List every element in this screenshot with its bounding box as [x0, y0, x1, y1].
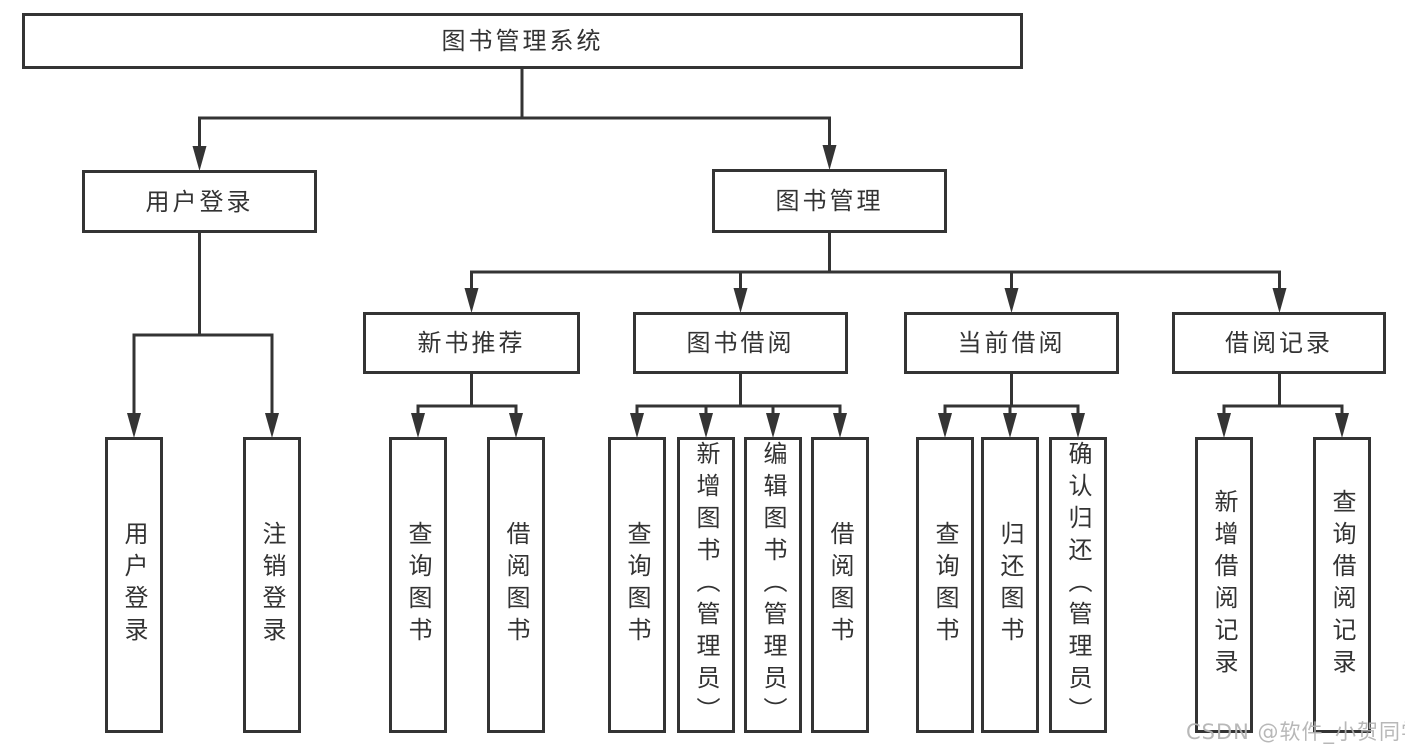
node-label: 归还图书: [996, 521, 1024, 649]
node-label: 确认归还（管理员）: [1064, 441, 1092, 729]
leaf-borrow-books-2: 借阅图书: [811, 437, 869, 733]
leaf-query-books-3: 查询图书: [916, 437, 974, 733]
node-label: 查询借阅记录: [1328, 489, 1356, 681]
node-label: 借阅图书: [826, 521, 854, 649]
leaf-logout: 注销登录: [243, 437, 301, 733]
leaf-user-login: 用户登录: [105, 437, 163, 733]
node-label: 新书推荐: [417, 329, 526, 357]
leaf-edit-book-admin: 编辑图书（管理员）: [744, 437, 802, 733]
leaf-add-book-admin: 新增图书（管理员）: [677, 437, 735, 733]
node-label: 查询图书: [404, 521, 432, 649]
leaf-query-books-2: 查询图书: [608, 437, 666, 733]
leaf-return-book: 归还图书: [981, 437, 1039, 733]
node-label: 当前借阅: [957, 329, 1066, 357]
node-current-borrowing: 当前借阅: [904, 312, 1119, 374]
node-user-login: 用户登录: [82, 170, 317, 233]
leaf-confirm-return-admin: 确认归还（管理员）: [1049, 437, 1107, 733]
node-label: 编辑图书（管理员）: [759, 441, 787, 729]
node-label: 用户登录: [120, 521, 148, 649]
node-label: 新增借阅记录: [1210, 489, 1238, 681]
node-library-system: 图书管理系统: [22, 13, 1023, 69]
node-label: 查询图书: [931, 521, 959, 649]
node-book-management: 图书管理: [712, 169, 947, 233]
node-label: 借阅图书: [502, 521, 530, 649]
node-label: 借阅记录: [1225, 329, 1333, 357]
node-new-book-recommend: 新书推荐: [363, 312, 580, 374]
leaf-query-borrow-record: 查询借阅记录: [1313, 437, 1371, 733]
leaf-add-borrow-record: 新增借阅记录: [1195, 437, 1253, 733]
node-label: 用户登录: [145, 187, 254, 216]
node-label: 新增图书（管理员）: [692, 441, 720, 729]
node-label: 图书借阅: [686, 329, 795, 357]
node-label: 查询图书: [623, 521, 651, 649]
csdn-watermark: CSDN @软件_小贺同学: [1186, 720, 1405, 744]
node-label: 图书管理系统: [441, 27, 604, 55]
node-label: 图书管理: [775, 187, 884, 215]
leaf-query-books: 查询图书: [389, 437, 447, 733]
leaf-borrow-books: 借阅图书: [487, 437, 545, 733]
node-borrowing-records: 借阅记录: [1172, 312, 1386, 374]
node-label: 注销登录: [258, 521, 286, 649]
node-book-borrowing: 图书借阅: [633, 312, 848, 374]
